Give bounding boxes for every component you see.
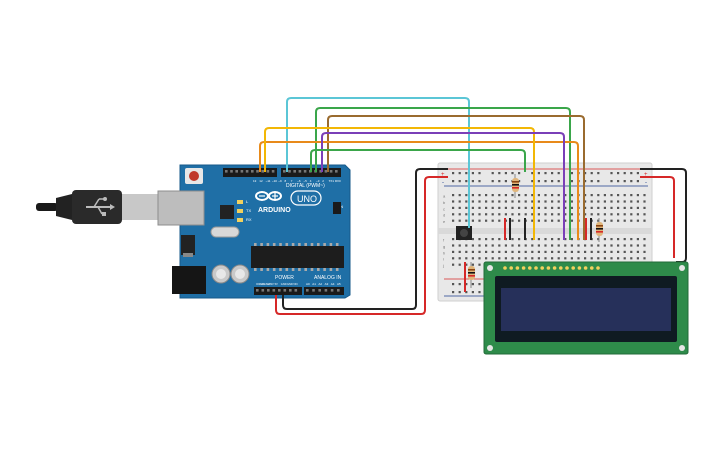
power-pin-label: VIN bbox=[293, 282, 297, 286]
power-pin-label: GND bbox=[281, 282, 287, 286]
led-rx-label: RX bbox=[246, 217, 252, 222]
breadboard-row-letter: f bbox=[443, 238, 445, 243]
digital-pin-label: ~5 bbox=[303, 179, 307, 183]
rail-minus-label-left: - bbox=[442, 180, 444, 186]
power-pin-label: 5V bbox=[275, 282, 278, 286]
digital-pin-label: 13 bbox=[253, 179, 257, 183]
digital-pin-label: RX0 bbox=[335, 179, 341, 183]
breadboard-row-letter: j bbox=[442, 263, 444, 268]
wire-orange[interactable] bbox=[259, 141, 579, 240]
digital-pin-label: 2 bbox=[322, 179, 324, 183]
wire-black-gnd[interactable] bbox=[282, 168, 448, 310]
led-l-label: L bbox=[246, 199, 249, 204]
breadboard-row-letter: g bbox=[443, 244, 445, 249]
analog-pin-label: A2 bbox=[318, 282, 322, 286]
wire-red-5v[interactable] bbox=[275, 176, 448, 315]
arduino-logo-text: ARDUINO bbox=[258, 207, 291, 214]
digital-pin-label: 12 bbox=[259, 179, 263, 183]
breadboard-row-letter: b bbox=[443, 200, 446, 205]
digital-pin-label: 7 bbox=[291, 179, 293, 183]
digital-pin-label: 4 bbox=[310, 179, 312, 183]
wire-green[interactable] bbox=[315, 107, 571, 240]
analog-pin-label: A0 bbox=[306, 282, 310, 286]
icsp-header bbox=[333, 202, 341, 214]
arduino-logo bbox=[255, 191, 282, 201]
digital-pin-label: ~9 bbox=[278, 179, 282, 183]
breadboard-row-letter: d bbox=[443, 213, 445, 218]
rail-minus-label-right: - bbox=[645, 180, 647, 186]
power-pin-label: GND bbox=[287, 282, 293, 286]
wire-cyan[interactable] bbox=[286, 97, 470, 228]
rail-plus-label-right: + bbox=[644, 172, 648, 178]
usb-icon bbox=[86, 197, 115, 216]
usb-chip bbox=[220, 205, 234, 219]
resistor-2[interactable] bbox=[596, 218, 603, 242]
power-pin-label: RESET bbox=[262, 282, 271, 286]
digital-pin-label: ~3 bbox=[316, 179, 320, 183]
wire-red-right-rail[interactable] bbox=[640, 176, 675, 258]
breadboard-row-letter: a bbox=[443, 194, 446, 199]
analog-pin-label: A3 bbox=[325, 282, 329, 286]
digital-pin-label: ~11 bbox=[266, 179, 271, 183]
voltage-regulator bbox=[181, 235, 195, 255]
power-pin-label: 3.3V bbox=[268, 282, 274, 286]
wire-yellow[interactable] bbox=[264, 127, 535, 240]
resistor-3[interactable] bbox=[468, 262, 475, 288]
pushbutton[interactable] bbox=[456, 226, 472, 240]
digital-pin-label: ~6 bbox=[297, 179, 301, 183]
analog-pin-label: A5 bbox=[337, 282, 341, 286]
analog-header bbox=[304, 287, 344, 295]
digital-label: DIGITAL (PWM~) bbox=[286, 183, 325, 189]
lcd-screen bbox=[501, 288, 671, 331]
power-label: POWER bbox=[275, 275, 294, 281]
power-pin-label: IOREF bbox=[256, 282, 264, 286]
lcd-16x2-module[interactable] bbox=[483, 261, 689, 355]
breadboard-row-letter: c bbox=[443, 206, 445, 211]
digital-header-left bbox=[223, 168, 277, 177]
analog-label: ANALOG IN bbox=[314, 275, 342, 281]
rail-plus-label-left: + bbox=[441, 172, 445, 178]
analog-pin-label: A1 bbox=[312, 282, 316, 286]
wire-brown[interactable] bbox=[327, 115, 585, 240]
wire-green-short[interactable] bbox=[310, 149, 526, 172]
breadboard-row-letter: h bbox=[443, 250, 445, 255]
digital-pin-label: TX1 bbox=[329, 179, 335, 183]
uno-badge bbox=[290, 190, 322, 206]
breadboard-row-letter: i bbox=[443, 257, 444, 262]
wires bbox=[259, 97, 687, 315]
digital-pin-label: 8 bbox=[285, 179, 287, 183]
crystal bbox=[210, 226, 240, 238]
led-tx-label: TX bbox=[246, 208, 251, 213]
wire-purple[interactable] bbox=[321, 132, 565, 240]
breadboard-row-letter: e bbox=[443, 219, 446, 224]
analog-pin-label: A4 bbox=[331, 282, 335, 286]
atmega328-chip bbox=[251, 246, 344, 268]
digital-pin-label: ~10 bbox=[272, 179, 277, 183]
resistor-1[interactable] bbox=[512, 174, 519, 198]
uno-text: UNO bbox=[297, 194, 317, 204]
